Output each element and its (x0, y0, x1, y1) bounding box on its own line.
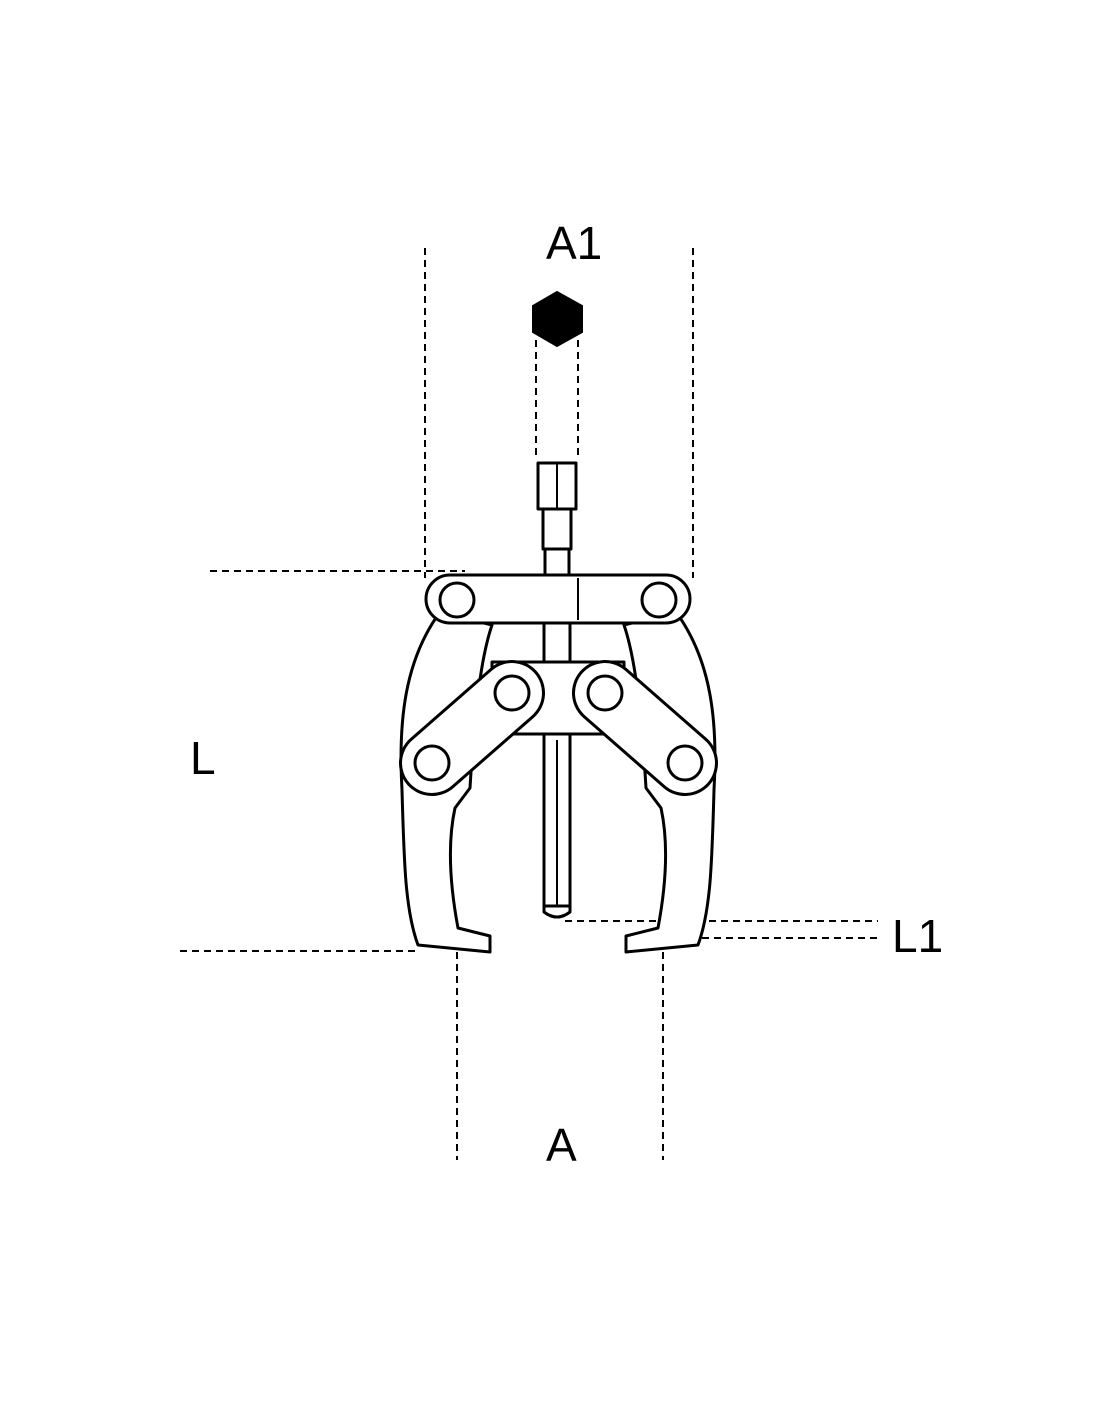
dimension-label-a1: A1 (546, 217, 603, 269)
right-inner-pivot (586, 674, 624, 712)
dimension-lines (180, 248, 878, 1160)
crossbar-body (424, 573, 692, 625)
dimension-label-l1: L1 (892, 910, 944, 962)
hexagon-icon (532, 290, 583, 348)
dimension-label-l: L (190, 732, 216, 784)
right-lower-pivot (666, 744, 704, 782)
left-lower-pivot (413, 744, 451, 782)
left-top-pivot (438, 581, 476, 619)
dimension-label-a: A (546, 1119, 577, 1171)
lower-links (399, 660, 718, 796)
screw-collar (541, 507, 573, 551)
top-crossbar (424, 573, 692, 625)
left-inner-pivot (493, 674, 531, 712)
right-top-pivot (640, 581, 678, 619)
screw-tip (542, 904, 572, 919)
